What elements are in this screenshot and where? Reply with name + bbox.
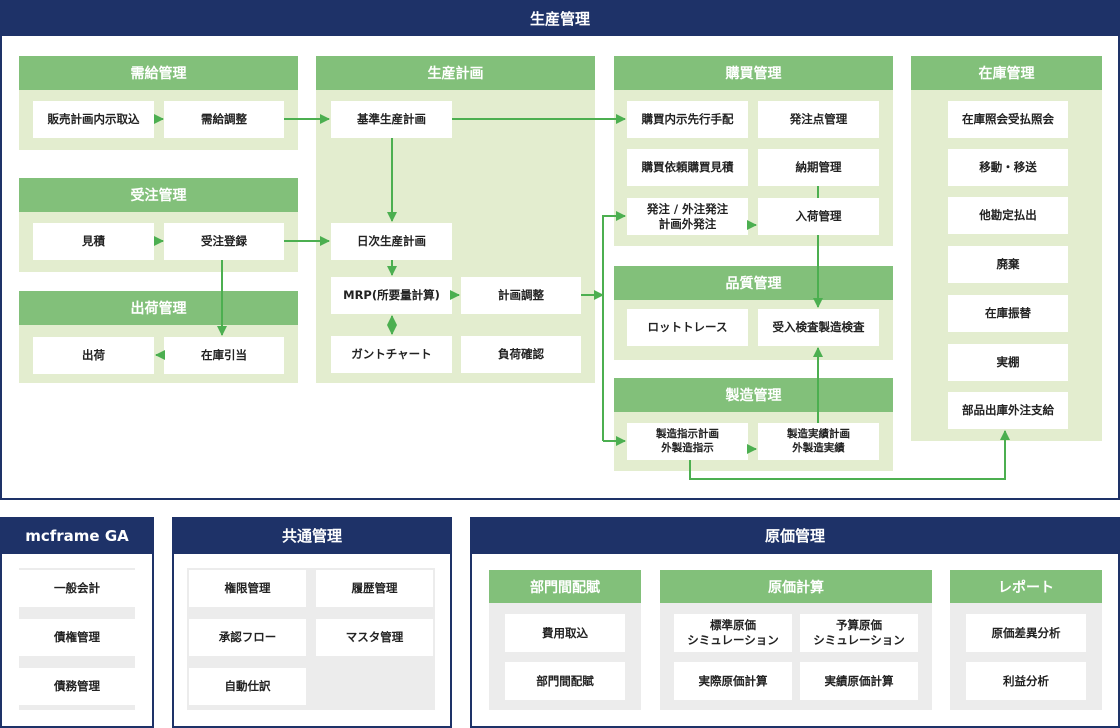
quality-title: 品質管理 — [614, 266, 893, 300]
box-parts-issue[interactable]: 部品出庫外注支給 — [948, 392, 1068, 429]
purchasing-title: 購買管理 — [614, 56, 893, 90]
box-general-accounting[interactable]: 一般会計 — [19, 570, 135, 607]
box-lot-trace[interactable]: ロットトレース — [627, 309, 748, 346]
box-manufacturing-instruction[interactable]: 製造指示計画 外製造指示 — [627, 423, 748, 460]
box-history[interactable]: 履歴管理 — [316, 570, 433, 607]
box-standard-cost-sim[interactable]: 標準原価 シミュレーション — [674, 614, 792, 652]
box-receivables[interactable]: 債権管理 — [19, 619, 135, 656]
ga-title: mcframe GA — [0, 517, 154, 554]
box-transfer[interactable]: 移動・移送 — [948, 149, 1068, 186]
box-auto-journal[interactable]: 自動仕訳 — [189, 668, 306, 705]
box-receiving[interactable]: 入荷管理 — [758, 198, 879, 235]
box-daily-production-plan[interactable]: 日次生産計画 — [331, 223, 452, 260]
box-actual-cost-calc[interactable]: 実際原価計算 — [674, 662, 792, 700]
box-purchase-request[interactable]: 購買依頼購買見積 — [627, 149, 748, 186]
box-other-account-issue[interactable]: 他勘定払出 — [948, 197, 1068, 234]
report-title: レポート — [950, 570, 1102, 603]
box-sales-plan-import[interactable]: 販売計画内示取込 — [33, 101, 154, 138]
box-master-production-plan[interactable]: 基準生産計画 — [331, 101, 452, 138]
box-profit-analysis[interactable]: 利益分析 — [966, 662, 1086, 700]
box-stock-allocation[interactable]: 在庫引当 — [164, 337, 284, 374]
box-master[interactable]: マスタ管理 — [316, 619, 433, 656]
box-inventory-transfer[interactable]: 在庫振替 — [948, 295, 1068, 332]
production-management-title: 生産管理 — [0, 0, 1120, 36]
box-authority[interactable]: 権限管理 — [189, 570, 306, 607]
box-budget-cost-sim[interactable]: 予算原価 シミュレーション — [800, 614, 918, 652]
box-purchase-order[interactable]: 発注 / 外注発注 計画外発注 — [627, 198, 748, 235]
box-disposal[interactable]: 廃棄 — [948, 246, 1068, 283]
box-manufacturing-results[interactable]: 製造実績計画 外製造実績 — [758, 423, 879, 460]
box-inventory-inquiry[interactable]: 在庫照会受払照会 — [948, 101, 1068, 138]
inventory-title: 在庫管理 — [911, 56, 1102, 90]
box-load-check[interactable]: 負荷確認 — [461, 336, 581, 373]
calc-title: 原価計算 — [660, 570, 932, 603]
manufacturing-title: 製造管理 — [614, 378, 893, 412]
box-approval-flow[interactable]: 承認フロー — [189, 619, 306, 656]
box-delivery-date[interactable]: 納期管理 — [758, 149, 879, 186]
cost-title: 原価管理 — [470, 517, 1120, 554]
box-stocktake[interactable]: 実棚 — [948, 344, 1068, 381]
box-shipping[interactable]: 出荷 — [33, 337, 154, 374]
box-estimate[interactable]: 見積 — [33, 223, 154, 260]
box-inspection[interactable]: 受入検査製造検査 — [758, 309, 879, 346]
box-order-entry[interactable]: 受注登録 — [164, 223, 284, 260]
box-purchase-forecast[interactable]: 購買内示先行手配 — [627, 101, 748, 138]
order-title: 受注管理 — [19, 178, 298, 212]
box-gantt-chart[interactable]: ガントチャート — [331, 336, 452, 373]
dept-title: 部門間配賦 — [489, 570, 641, 603]
box-reorder-point[interactable]: 発注点管理 — [758, 101, 879, 138]
box-dept-allocation[interactable]: 部門間配賦 — [505, 662, 625, 700]
box-payables[interactable]: 債務管理 — [19, 668, 135, 705]
box-demand-adjustment[interactable]: 需給調整 — [164, 101, 284, 138]
common-title: 共通管理 — [172, 517, 452, 554]
planning-title: 生産計画 — [316, 56, 595, 90]
box-expense-import[interactable]: 費用取込 — [505, 614, 625, 652]
box-results-cost-calc[interactable]: 実績原価計算 — [800, 662, 918, 700]
shipping-title: 出荷管理 — [19, 291, 298, 325]
demand-title: 需給管理 — [19, 56, 298, 90]
box-cost-variance[interactable]: 原価差異分析 — [966, 614, 1086, 652]
box-mrp[interactable]: MRP(所要量計算) — [331, 277, 452, 314]
box-plan-adjustment[interactable]: 計画調整 — [461, 277, 581, 314]
